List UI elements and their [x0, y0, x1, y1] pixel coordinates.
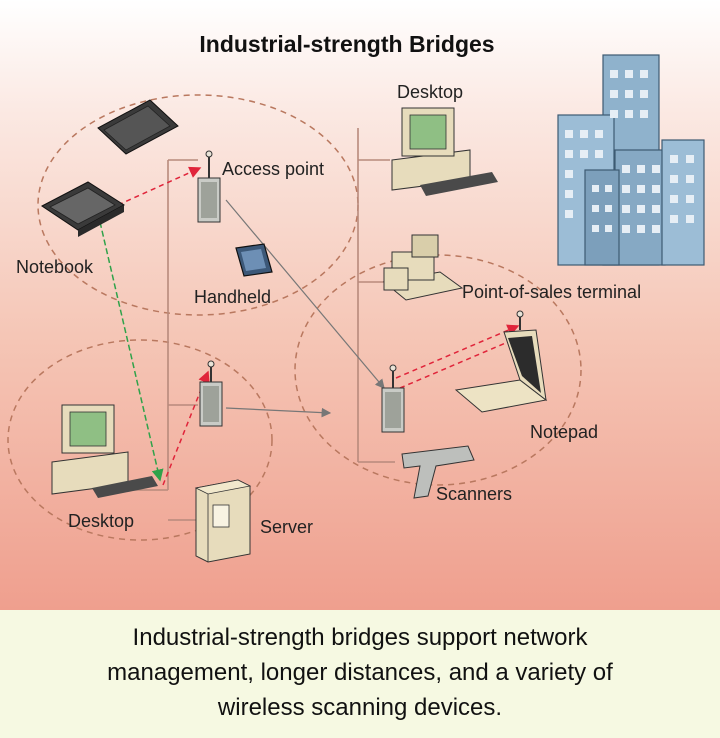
access-point-top-icon [197, 150, 221, 223]
office-buildings [557, 54, 705, 266]
point-of-sales-terminal-icon [382, 234, 464, 301]
handheld-icon [235, 243, 273, 277]
desktop-top-icon [391, 107, 498, 196]
handheld-data-path [225, 199, 385, 389]
desktop-bottom-icon [51, 404, 158, 498]
caption: Industrial-strength bridges support netw… [0, 610, 720, 738]
network-diagram: Industrial-strength Bridges [7, 31, 705, 563]
point-of-sales-label: Point-of-sales terminal [462, 282, 641, 302]
notepad-label: Notepad [530, 422, 598, 442]
scanner-icon [401, 445, 475, 499]
notepad-antenna-icon [516, 310, 524, 330]
notebook-label: Notebook [16, 257, 94, 277]
handheld-label: Handheld [194, 287, 271, 307]
wired-backbone [125, 128, 395, 521]
scanners-label: Scanners [436, 484, 512, 504]
server-label: Server [260, 517, 313, 537]
diagram-area: Industrial-strength Bridges [0, 0, 720, 610]
coverage-circle-bottom-left [7, 339, 273, 541]
caption-line-1: Industrial-strength bridges support netw… [132, 624, 588, 651]
caption-line-2: management, longer distances, and a vari… [107, 659, 613, 686]
desktop-bottom-label: Desktop [68, 511, 134, 531]
notepad-icon [454, 329, 548, 413]
desktop-top-label: Desktop [397, 82, 463, 102]
notepad-wireless-link-1 [395, 324, 520, 379]
notebook-icon [41, 181, 125, 237]
diagram-title: Industrial-strength Bridges [199, 31, 494, 57]
bridge-data-path [225, 407, 332, 418]
access-point-right-icon [381, 364, 405, 433]
server-icon [194, 479, 252, 563]
caption-line-3: wireless scanning devices. [217, 694, 503, 721]
access-point-label: Access point [222, 159, 324, 179]
notebook-wireless-link [117, 166, 202, 206]
notebook-top-icon [97, 99, 179, 155]
access-point-left-icon [199, 360, 223, 427]
notebook-to-desktop-link [99, 221, 164, 482]
notepad-wireless-link-2 [399, 334, 524, 389]
